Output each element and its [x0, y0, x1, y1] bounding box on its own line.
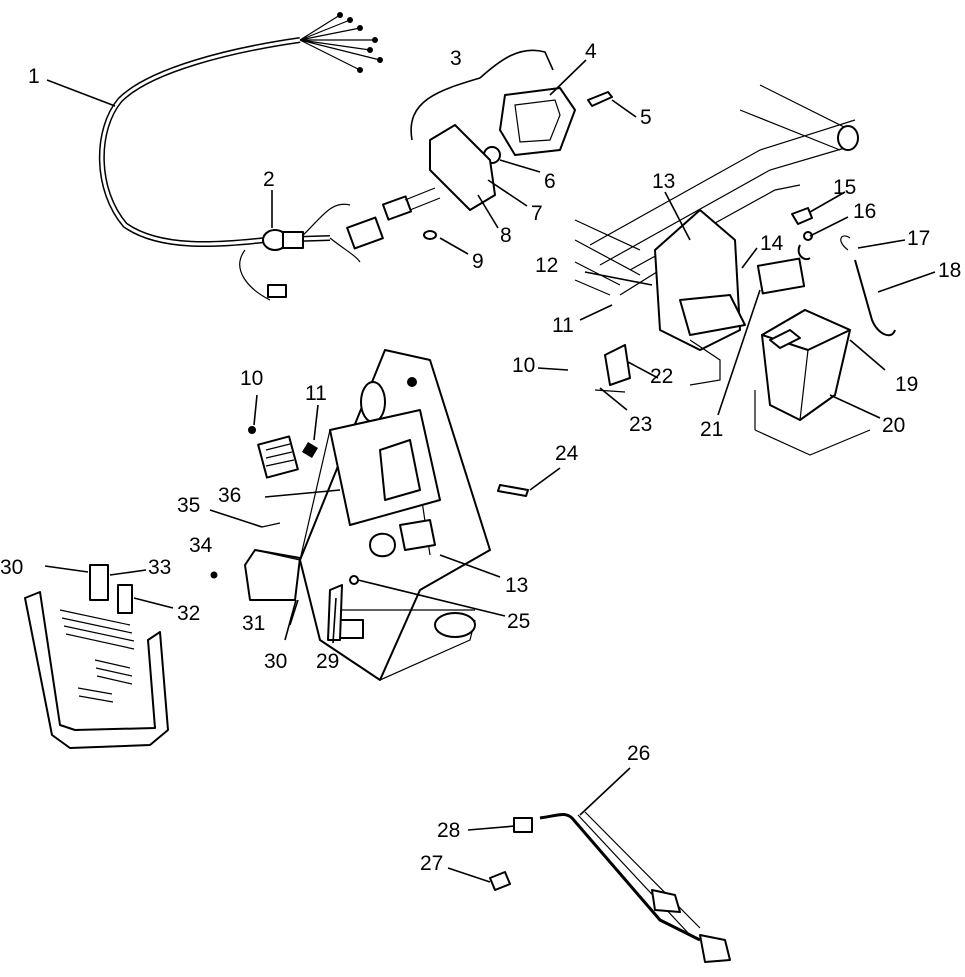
nut [423, 230, 437, 240]
key-switch [262, 229, 304, 251]
lower-harness [489, 811, 731, 963]
callout-33: 33 [148, 556, 171, 579]
guard-rail [24, 564, 169, 749]
callout-4: 4 [585, 40, 597, 63]
callout-30-top: 30 [0, 556, 23, 579]
callout-8: 8 [500, 224, 512, 247]
clip-bracket [604, 344, 631, 386]
harness-connector [267, 284, 287, 298]
callout-35: 35 [177, 494, 200, 517]
callout-31: 31 [242, 612, 265, 635]
callout-29: 29 [316, 650, 339, 673]
callout-21: 21 [700, 418, 723, 441]
callout-27: 27 [420, 852, 443, 875]
callout-13-bottom: 13 [505, 574, 528, 597]
callout-11-left: 11 [305, 382, 327, 405]
battery-pad [756, 257, 806, 295]
vent-elbow [791, 207, 813, 225]
callout-24: 24 [555, 442, 579, 465]
battery-cable [854, 259, 896, 337]
relay-bracket [379, 439, 421, 501]
callout-18: 18 [938, 259, 961, 282]
callout-20: 20 [882, 414, 905, 437]
cdi-box [210, 522, 301, 626]
taillight-housing [429, 124, 496, 211]
ignition-coil [248, 426, 318, 479]
leader-lines [44, 59, 936, 883]
rear-panel [299, 349, 529, 681]
callout-3: 3 [450, 47, 462, 70]
callout-2: 2 [263, 168, 275, 191]
screw [587, 91, 613, 107]
callout-32: 32 [177, 602, 200, 625]
callout-36: 36 [218, 484, 241, 507]
guard-bracket-right [117, 584, 133, 614]
callout-11-right: 11 [552, 314, 574, 337]
callout-10-left: 10 [240, 367, 263, 390]
callout-labels: 1 2 3 4 5 6 7 8 9 10 11 10 11 12 13 13 1… [0, 40, 961, 875]
callout-6: 6 [544, 170, 556, 193]
callout-15: 15 [833, 176, 856, 199]
taillight-lens [499, 87, 576, 156]
bracket-3 [410, 49, 554, 141]
guard-bracket-left [89, 564, 109, 601]
callout-19: 19 [895, 373, 918, 396]
callout-1: 1 [28, 65, 40, 88]
callout-12: 12 [535, 254, 558, 277]
taillight-assembly [381, 49, 613, 240]
battery [761, 309, 851, 421]
callout-28: 28 [437, 819, 460, 842]
bolt [497, 484, 529, 497]
cap [803, 231, 813, 241]
callout-14: 14 [760, 232, 784, 255]
socket [381, 195, 413, 221]
vent-hose [797, 244, 811, 261]
harness-plug [346, 216, 384, 250]
callout-22: 22 [650, 365, 673, 388]
callout-9: 9 [472, 250, 484, 273]
callout-5: 5 [640, 106, 652, 129]
frame-rear [574, 84, 896, 456]
callout-13-top: 13 [652, 170, 675, 193]
wiring-harness [98, 12, 384, 301]
callout-7: 7 [531, 202, 543, 225]
battery-tray [679, 294, 746, 336]
callout-16: 16 [853, 200, 876, 223]
callout-25: 25 [507, 610, 530, 633]
callout-17: 17 [907, 227, 930, 250]
callout-23: 23 [629, 413, 652, 436]
callout-10-right: 10 [512, 354, 535, 377]
terminal [489, 871, 511, 891]
callout-34: 34 [189, 534, 213, 557]
callout-26: 26 [627, 742, 650, 765]
washer [349, 575, 359, 585]
callout-30-bottom: 30 [264, 650, 287, 673]
grommet [513, 817, 533, 833]
